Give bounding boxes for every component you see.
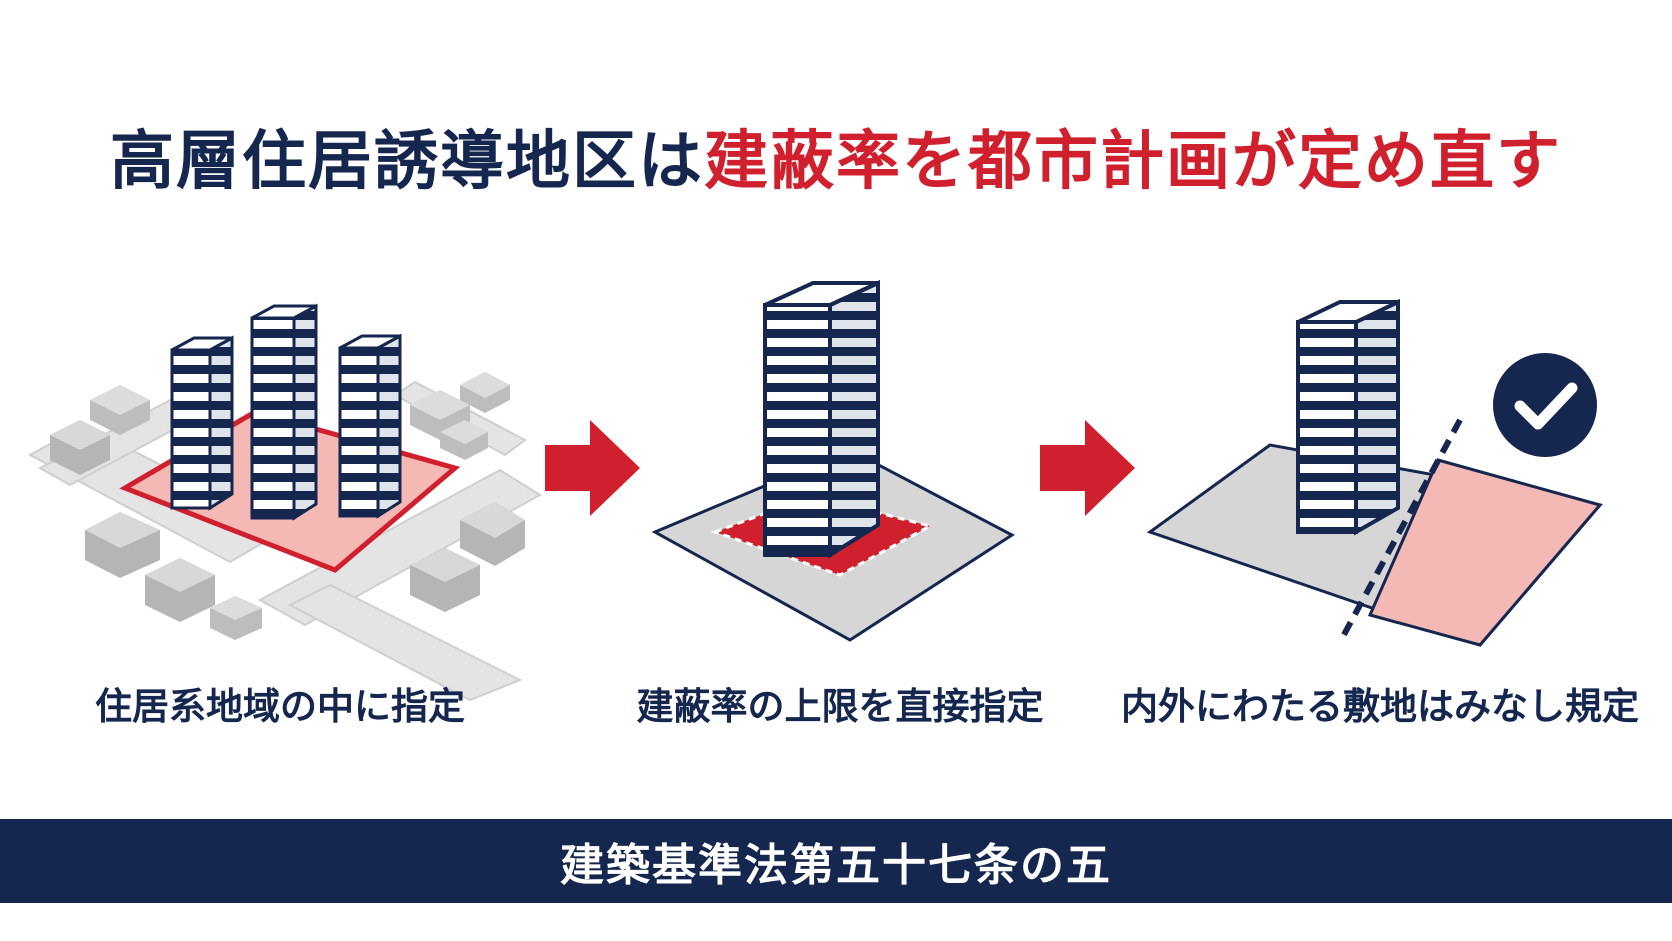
house-icon: [460, 502, 525, 566]
house-icon: [145, 558, 215, 622]
tower-building: [170, 335, 234, 511]
caption-panel-1: 住居系地域の中に指定: [95, 685, 465, 728]
arrow-right-icon: [545, 420, 640, 516]
footer-banner: 建築基準法第五十七条の五: [0, 819, 1672, 903]
tower-building: [338, 333, 402, 519]
outside-portion: [1367, 458, 1603, 647]
page-title: 高層住居誘導地区は建蔽率を都市計画が定め直す: [0, 122, 1672, 202]
house-icon: [85, 512, 160, 578]
house-icon: [210, 596, 262, 640]
house-icon: [460, 372, 510, 413]
title-part-red: 建蔽率を都市計画が定め直す: [704, 125, 1562, 199]
caption-panel-3: 内外にわたる敷地はみなし規定: [1121, 685, 1639, 728]
caption-panel-2: 建蔽率の上限を直接指定: [636, 685, 1044, 728]
tower-building: [250, 303, 318, 521]
check-circle-icon: [1493, 353, 1597, 457]
house-icon: [410, 548, 480, 612]
lot-crossing-boundary-illustration: [1146, 298, 1603, 647]
tower-on-lot-with-coverage-area-illustration: [651, 279, 1015, 642]
house-icon: [50, 420, 110, 475]
title-part-navy: 高層住居誘導地区は: [110, 125, 704, 199]
house-icon: [90, 385, 150, 435]
district-boundary-line: [1337, 418, 1463, 644]
arrow-right-icon: [1040, 420, 1135, 516]
residential-area-with-towers-illustration: [27, 303, 542, 702]
footer-text: 建築基準法第五十七条の五: [560, 840, 1112, 891]
house-icon: [440, 420, 488, 460]
